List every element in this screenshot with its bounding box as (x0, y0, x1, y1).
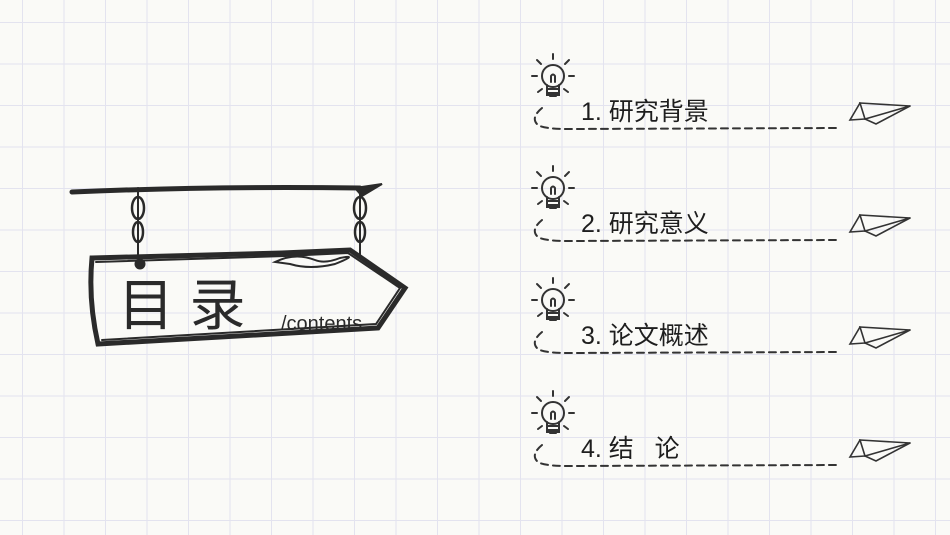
contents-subtitle: /contents (281, 313, 363, 335)
toc-item-label: 3. 论文概述 (581, 322, 709, 350)
contents-title: 目 录 (118, 274, 246, 337)
toc-item-3[interactable]: 3. 论文概述 (520, 272, 920, 382)
toc-item-1[interactable]: 1. 研究背景 (520, 48, 920, 158)
hanging-sign-icon (69, 183, 409, 347)
toc-item-4[interactable]: 4. 结 论 (520, 385, 920, 495)
toc-item-label: 4. 结 论 (581, 435, 680, 463)
contents-signboard (60, 170, 420, 360)
toc-item-2[interactable]: 2. 研究意义 (520, 160, 920, 270)
toc-item-label: 2. 研究意义 (581, 210, 709, 238)
toc-item-label: 1. 研究背景 (581, 98, 709, 126)
